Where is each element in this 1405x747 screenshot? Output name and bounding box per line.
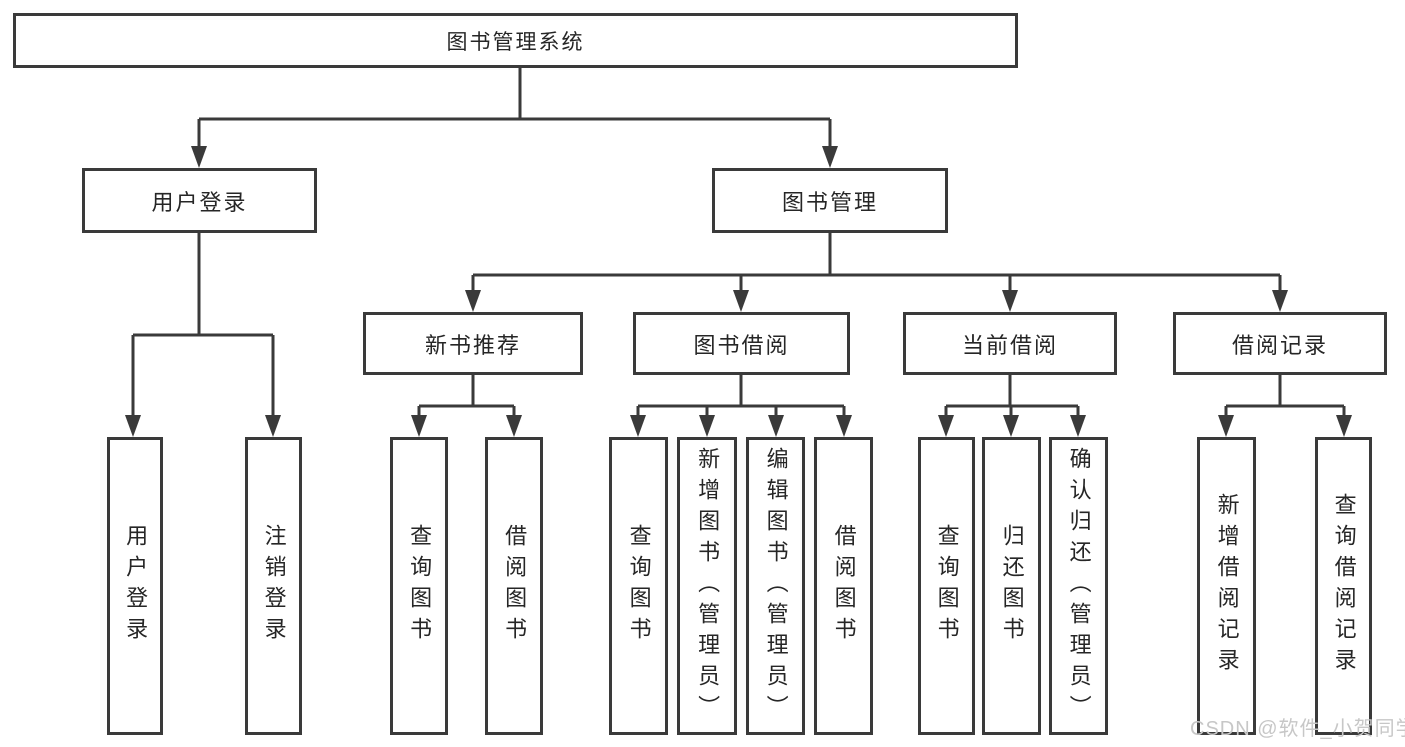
leaf-query-books-current: 查询图书 bbox=[918, 437, 975, 735]
node-current-borrow: 当前借阅 bbox=[903, 312, 1117, 375]
leaf-add-book-admin: 新增图书（管理员） bbox=[677, 437, 737, 735]
leaf-borrow-books: 借阅图书 bbox=[814, 437, 873, 735]
leaf-confirm-return-admin-label: 确认归还（管理员） bbox=[1066, 446, 1092, 726]
leaf-logout: 注销登录 bbox=[245, 437, 302, 735]
node-book-management: 图书管理 bbox=[712, 168, 948, 233]
leaf-logout-label: 注销登录 bbox=[261, 524, 287, 648]
node-borrow-records-label: 借阅记录 bbox=[1231, 332, 1328, 358]
node-new-book-recommend: 新书推荐 bbox=[363, 312, 583, 375]
leaf-add-book-admin-label: 新增图书（管理员） bbox=[695, 446, 721, 726]
arrowhead-icons bbox=[125, 146, 1352, 437]
leaf-query-books-recommend: 查询图书 bbox=[390, 437, 448, 735]
node-borrow-records: 借阅记录 bbox=[1173, 312, 1387, 375]
leaf-edit-book-admin-label: 编辑图书（管理员） bbox=[763, 446, 789, 726]
node-book-borrow-label: 图书借阅 bbox=[693, 332, 790, 358]
connector-segments bbox=[131, 68, 1346, 420]
node-user-login-label: 用户登录 bbox=[151, 189, 248, 215]
node-root-label: 图书管理系统 bbox=[446, 30, 585, 54]
leaf-edit-book-admin: 编辑图书（管理员） bbox=[746, 437, 805, 735]
leaf-return-book: 归还图书 bbox=[982, 437, 1041, 735]
leaf-add-borrow-record: 新增借阅记录 bbox=[1197, 437, 1256, 735]
leaf-confirm-return-admin: 确认归还（管理员） bbox=[1049, 437, 1108, 735]
leaf-borrow-books-recommend: 借阅图书 bbox=[485, 437, 543, 735]
node-root: 图书管理系统 bbox=[13, 13, 1018, 68]
leaf-add-borrow-record-label: 新增借阅记录 bbox=[1214, 493, 1240, 679]
leaf-query-books-borrow: 查询图书 bbox=[609, 437, 668, 735]
leaf-query-borrow-record: 查询借阅记录 bbox=[1315, 437, 1372, 735]
node-current-borrow-label: 当前借阅 bbox=[961, 332, 1058, 358]
node-book-management-label: 图书管理 bbox=[781, 189, 878, 215]
node-new-book-recommend-label: 新书推荐 bbox=[424, 332, 521, 358]
node-user-login: 用户登录 bbox=[82, 168, 317, 233]
leaf-return-book-label: 归还图书 bbox=[999, 524, 1025, 648]
leaf-borrow-books-recommend-label: 借阅图书 bbox=[502, 524, 528, 648]
leaf-query-books-borrow-label: 查询图书 bbox=[626, 524, 652, 648]
node-book-borrow: 图书借阅 bbox=[633, 312, 850, 375]
csdn-watermark: CSDN @软件_小贺同学 bbox=[1190, 718, 1405, 740]
leaf-user-login: 用户登录 bbox=[107, 437, 163, 735]
leaf-query-books-current-label: 查询图书 bbox=[934, 524, 960, 648]
leaf-borrow-books-label: 借阅图书 bbox=[831, 524, 857, 648]
leaf-user-login-label: 用户登录 bbox=[123, 524, 149, 648]
leaf-query-books-recommend-label: 查询图书 bbox=[407, 524, 433, 648]
leaf-query-borrow-record-label: 查询借阅记录 bbox=[1331, 493, 1357, 679]
